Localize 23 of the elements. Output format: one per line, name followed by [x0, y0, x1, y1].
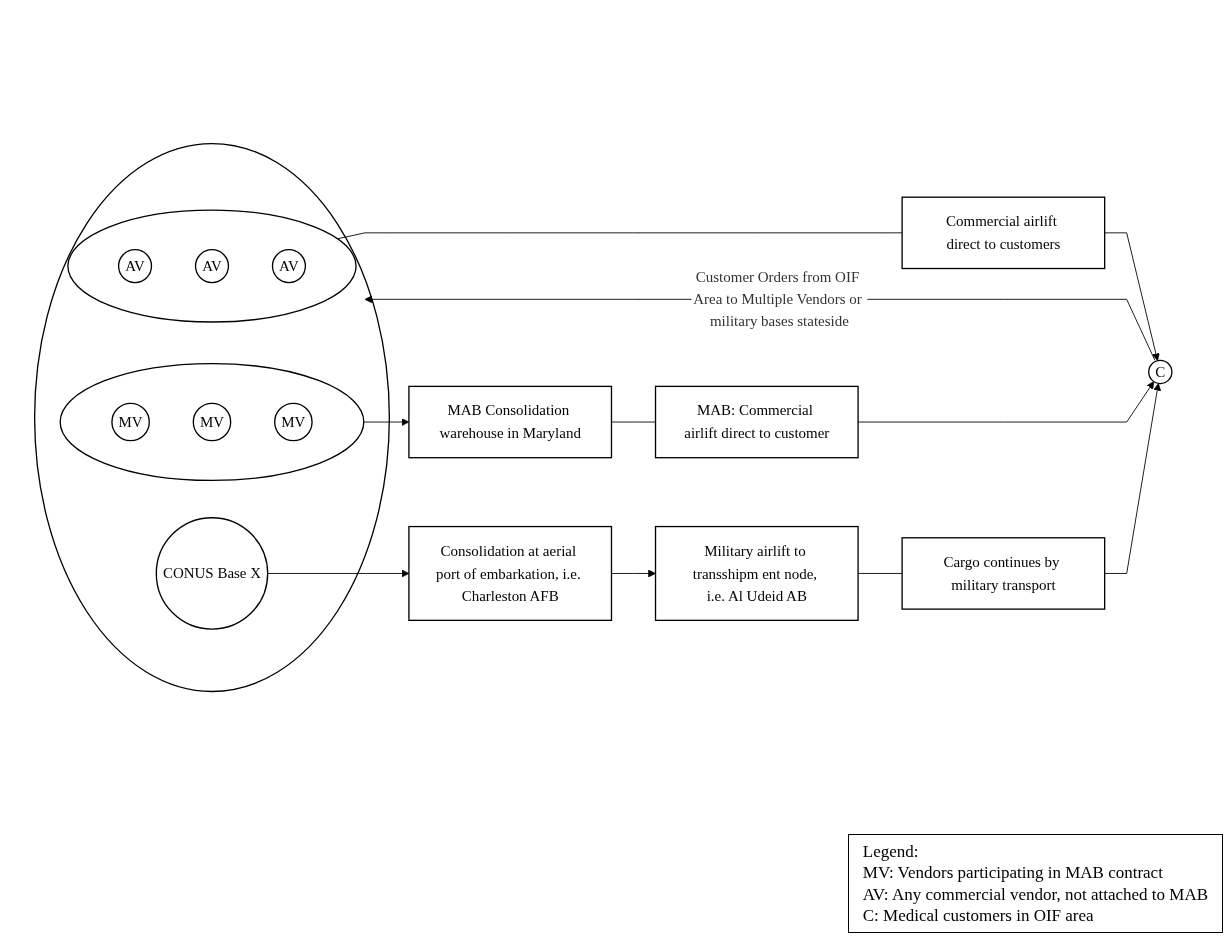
- legend-text: Legend:: [862, 841, 920, 863]
- node-circle: MV: [111, 403, 150, 442]
- node-circle: MV: [274, 403, 313, 442]
- node-box: Military airlift to transshipm ent node, i.e. Al Udeid AB: [654, 526, 859, 622]
- node-box: Consolidation at aerial port of embarkation, i.e. Charleston AFB: [408, 526, 613, 622]
- node-box: Cargo continues by military transport: [901, 537, 1106, 611]
- cluster: [33, 143, 390, 693]
- connector: [611, 422, 656, 423]
- legend-text: MV: Vendors participating in MAB contract: [862, 862, 1164, 884]
- node-box: MAB Consolidation warehouse in Maryland: [408, 386, 613, 459]
- node-box: Commercial airlift direct to customers: [901, 197, 1106, 270]
- cluster: [67, 210, 357, 324]
- node-box: MAB: Commercial airlift direct to customer: [654, 386, 859, 459]
- node-circle: AV: [117, 249, 153, 284]
- node-circle: MV: [192, 403, 232, 442]
- cluster: [59, 363, 365, 482]
- node-circle: C: [1148, 360, 1173, 385]
- node-circle: CONUS Base X: [155, 517, 269, 631]
- node-circle: AV: [271, 249, 307, 284]
- edge-label: Customer Orders from OIF Area to Multiple Vendors or military bases stateside: [693, 268, 862, 331]
- node-circle: AV: [194, 249, 230, 284]
- legend-text: C: Medical customers in OIF area: [862, 904, 1095, 926]
- legend-text: AV: Any commercial vendor, not attached to MAB: [862, 883, 1208, 905]
